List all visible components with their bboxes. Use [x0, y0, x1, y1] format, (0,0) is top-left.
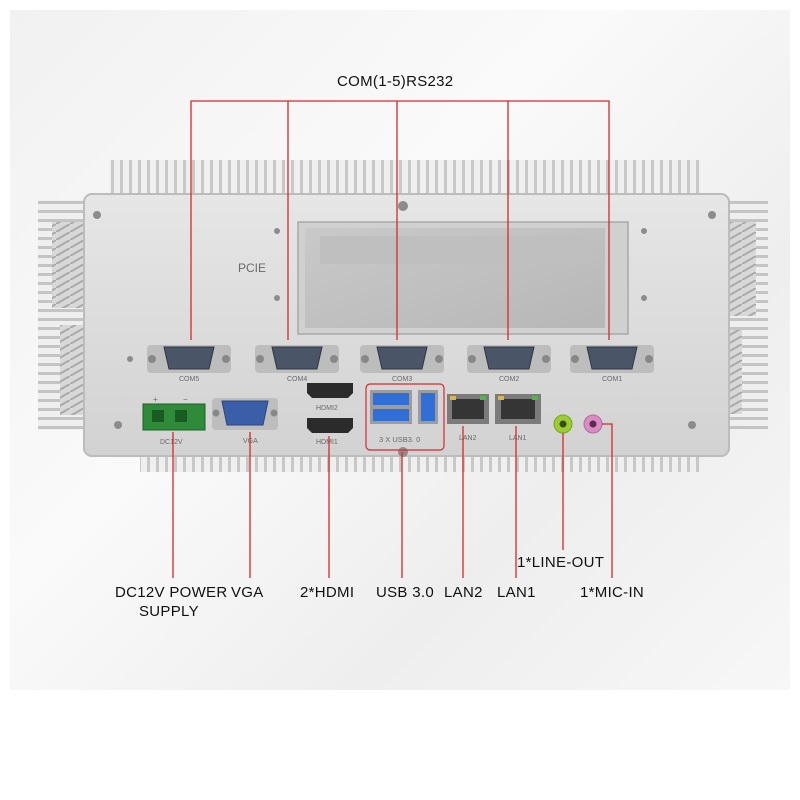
top-heatsink-fins — [110, 160, 700, 194]
hdmi-port-1: HDMI1 — [307, 418, 353, 446]
lan1-port: LAN1 — [495, 394, 541, 442]
lan1-callout: LAN1 — [497, 584, 536, 601]
com-port-1: COM1 — [570, 345, 654, 383]
svg-text:LAN2: LAN2 — [459, 435, 477, 442]
com-port-4: COM4 — [255, 345, 339, 383]
dc-power-connector: + − DC12V — [142, 395, 206, 446]
power-callout-line2: SUPPLY — [139, 603, 199, 620]
line-out-callout: 1*LINE-OUT — [517, 554, 605, 571]
svg-text:LAN1: LAN1 — [509, 435, 527, 442]
line-out-jack — [553, 414, 573, 434]
mic-in-jack — [583, 414, 603, 434]
com-port-3: COM3 — [360, 345, 444, 383]
hdmi-callout: 2*HDMI — [300, 584, 355, 601]
usb3-port-group: 3 X USB3. 0 — [365, 383, 445, 451]
svg-text:COM2: COM2 — [499, 376, 519, 383]
lan2-callout: LAN2 — [444, 584, 483, 601]
power-callout: DC12V POWER — [115, 584, 228, 601]
left-vent — [52, 222, 86, 308]
svg-text:−: − — [183, 395, 188, 404]
pcie-label: PCIE — [238, 261, 266, 275]
svg-text:+: + — [153, 395, 158, 404]
svg-text:HDMI1: HDMI1 — [316, 439, 338, 446]
svg-text:COM1: COM1 — [602, 376, 622, 383]
svg-text:HDMI2: HDMI2 — [316, 405, 338, 412]
com-port-5: COM5 — [147, 345, 231, 383]
svg-text:DC12V: DC12V — [160, 439, 183, 446]
svg-text:COM4: COM4 — [287, 376, 307, 383]
panel-screws — [93, 201, 716, 457]
svg-text:COM5: COM5 — [179, 376, 199, 383]
lan2-port: LAN2 — [447, 394, 489, 442]
usb-callout: USB 3.0 — [376, 584, 434, 601]
com-ports-callout: COM(1-5)RS232 — [337, 73, 454, 90]
com-port-2: COM2 — [467, 345, 551, 383]
svg-text:COM3: COM3 — [392, 376, 412, 383]
mic-in-callout: 1*MIC-IN — [580, 584, 645, 601]
vga-callout: VGA — [231, 584, 264, 601]
svg-text:3 X USB3. 0: 3 X USB3. 0 — [379, 435, 420, 444]
callout-lines — [172, 100, 613, 578]
hdmi-port-2: HDMI2 — [307, 383, 353, 412]
